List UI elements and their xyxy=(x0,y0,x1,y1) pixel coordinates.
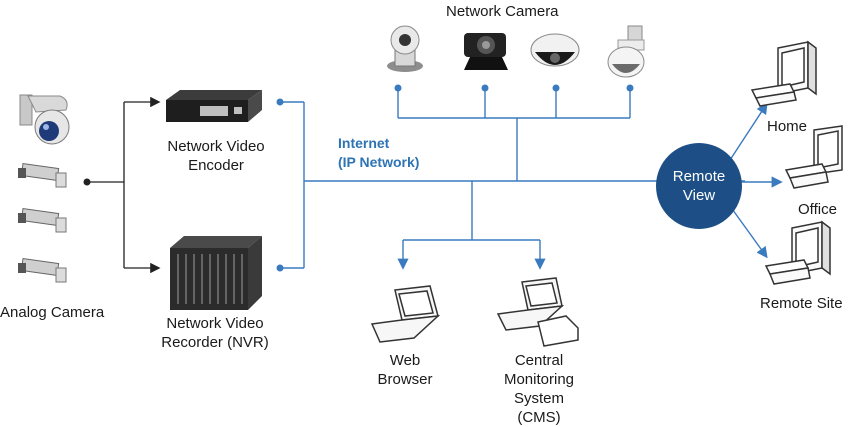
speed-dome-camera-icon xyxy=(607,25,645,78)
web-browser-label: Web Browser xyxy=(368,351,442,389)
bullet-camera-icon xyxy=(18,207,67,233)
encoder-label-line1: Network Video xyxy=(167,138,265,155)
nvr-label-line2: Recorder (NVR) xyxy=(161,334,269,351)
remote-view-line2: View xyxy=(682,187,716,204)
cms-label-line4: (CMS) xyxy=(517,409,561,426)
nvr-label-line1: Network Video xyxy=(166,315,264,332)
web-browser-label-line1: Web xyxy=(389,352,421,369)
encoder-label-line2: Encoder xyxy=(188,157,244,174)
web-browser-label-line2: Browser xyxy=(377,371,433,388)
remote-site-label: Remote Site xyxy=(760,295,843,312)
home-label: Home xyxy=(767,118,808,135)
desktop-pc-icon xyxy=(750,40,817,107)
office-label: Office xyxy=(798,201,837,218)
internet-label-line1: Internet xyxy=(338,135,390,151)
video-encoder-icon xyxy=(166,90,262,122)
connector-dot xyxy=(83,178,91,186)
box-camera-icon xyxy=(464,33,508,70)
internet-label-line2: (IP Network) xyxy=(338,154,420,170)
analog-dome-camera-icon xyxy=(19,94,70,145)
bullet-camera-icon xyxy=(18,257,67,283)
remote-view-line1: Remote xyxy=(672,168,726,185)
encoder-label: Network Video Encoder xyxy=(160,137,272,175)
cms-label: Central Monitoring System (CMS) xyxy=(493,351,585,427)
desktop-pc-icon xyxy=(784,125,843,189)
laptop-icon xyxy=(370,285,441,343)
dome-camera-icon xyxy=(530,33,580,67)
cms-label-line3: System xyxy=(513,390,564,407)
network-dots xyxy=(276,84,634,272)
network-camera-label: Network Camera xyxy=(446,3,559,20)
analog-camera-label: Analog Camera xyxy=(0,304,105,321)
nvr-label: Network Video Recorder (NVR) xyxy=(156,314,274,352)
bullet-camera-icon xyxy=(18,162,67,188)
desktop-pc-icon xyxy=(764,220,831,285)
analog-connector xyxy=(87,96,161,274)
ptz-camera-icon xyxy=(387,25,423,72)
remote-view-node: Remote View xyxy=(656,143,742,229)
cms-label-line2: Monitoring xyxy=(503,371,575,388)
internet-label: Internet (IP Network) xyxy=(338,134,419,172)
cms-label-line1: Central xyxy=(514,352,564,369)
nvr-server-icon xyxy=(170,236,262,310)
laptop-icon xyxy=(496,277,579,347)
